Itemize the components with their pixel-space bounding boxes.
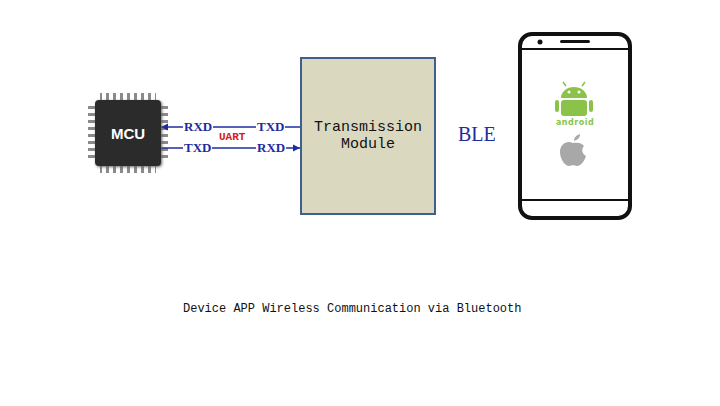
phone: android xyxy=(520,34,630,218)
signal-name: RXD xyxy=(183,120,213,134)
protocol-label: BLE xyxy=(457,122,497,146)
chip-pins xyxy=(88,93,168,173)
bus-label: UART xyxy=(218,131,246,143)
caption: Device APP Wireless Communication via Bl… xyxy=(182,302,522,316)
mcu-chip: MCU xyxy=(95,100,161,166)
apple-logo xyxy=(560,134,586,166)
transmission-module: Transmission Module xyxy=(300,57,436,215)
signal-name: TXD xyxy=(183,141,212,155)
logo-text: android xyxy=(520,118,630,127)
signal-name: RXD xyxy=(256,141,286,155)
android-logo xyxy=(555,82,593,116)
signal-name: TXD xyxy=(256,120,285,134)
phone-illustration xyxy=(520,34,630,218)
node-label: Transmission Module xyxy=(308,119,428,153)
node-label: MCU xyxy=(111,125,145,142)
